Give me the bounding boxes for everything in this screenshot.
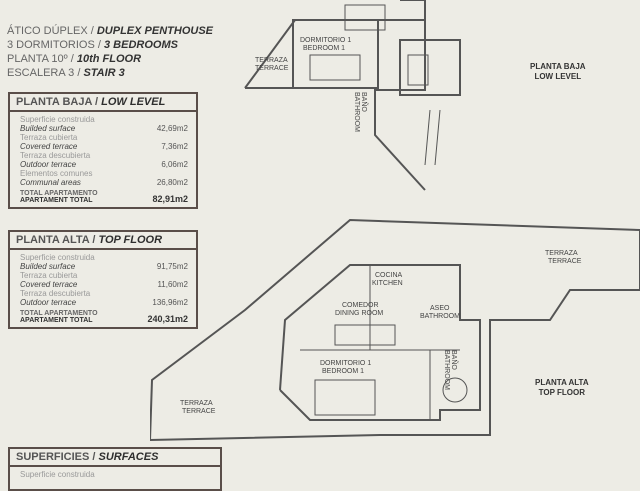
bathroom-label-en: BATHROOM [353,92,360,132]
toilet-label: BATHROOM [420,313,460,320]
header-en: DUPLEX PENTHOUSE [96,25,213,37]
kitchen-label: COCINA [375,272,403,279]
header-es: 3 DORMITORIOS / [7,39,104,51]
table-title: PLANTA ALTA / TOP FLOOR [10,232,196,250]
table-title: SUPERFICIES / SURFACES [10,449,220,467]
terrace-label: TERRACE [182,408,216,415]
terrace-label: TERRAZA [180,400,213,407]
apartment-header: ÁTICO DÚPLEX / DUPLEX PENTHOUSE 3 DORMIT… [7,24,213,80]
toilet-label: ASEO [430,305,450,312]
header-es: ESCALERA 3 / [7,67,84,79]
dining-label: DINING ROOM [335,310,383,317]
terrace-label: TERRAZA [255,57,288,64]
table-row: Superficie construida [20,470,95,479]
bedroom-label: DORMITORIO 1 [320,360,371,367]
header-en: 10th FLOOR [76,53,142,65]
bathroom-label-en: BATHROOM [443,350,450,390]
low-level-table: PLANTA BAJA / LOW LEVEL Superficie const… [8,92,198,209]
terrace-label: TERRAZA [545,250,578,257]
header-en: STAIR 3 [83,67,125,79]
bathroom-label-es: BAÑO [450,350,459,370]
bedroom-label: DORMITORIO 1 [300,37,351,44]
header-es: ÁTICO DÚPLEX / [7,25,97,37]
bedroom-label: BEDROOM 1 [303,45,345,52]
terrace-label: TERRACE [255,65,289,72]
bathroom-label-es: BAÑO [360,92,369,112]
kitchen-label: KITCHEN [372,280,403,287]
terrace-label: TERRACE [548,258,582,265]
table-title: PLANTA BAJA / LOW LEVEL [10,94,196,112]
header-en: 3 BEDROOMS [103,39,178,51]
top-floor-table: PLANTA ALTA / TOP FLOOR Superficie const… [8,230,198,329]
header-es: PLANTA 10º / [7,53,77,65]
bedroom-label: BEDROOM 1 [322,368,364,375]
dining-label: COMEDOR [342,302,379,309]
